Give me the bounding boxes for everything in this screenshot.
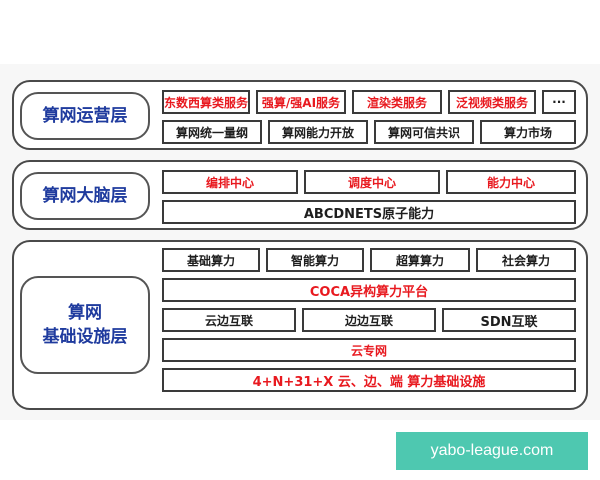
compute-market: 算力市场 [480, 120, 576, 144]
unified-metric: 算网统一量纲 [162, 120, 262, 144]
scheduling-center: 调度中心 [304, 170, 440, 194]
diagram-canvas: 算网运营层 东数西算类服务 强算/强AI服务 渲染类服务 泛视频类服务 ··· … [0, 64, 600, 420]
brain-layer: 算网大脑层 编排中心 调度中心 能力中心 ABCDNETS原子能力 [12, 160, 588, 230]
cloud-private-network: 云专网 [162, 338, 576, 362]
infrastructure-layer-title: 算网 基础设施层 [20, 276, 150, 374]
trusted-consensus: 算网可信共识 [374, 120, 474, 144]
watermark: yabo-league.com [396, 432, 588, 470]
cloud-edge-interconnect: 云边互联 [162, 308, 296, 332]
service-rendering: 渲染类服务 [352, 90, 442, 114]
service-strong-compute-ai: 强算/强AI服务 [256, 90, 346, 114]
sdn-interconnect: SDN互联 [442, 308, 576, 332]
intelligent-compute: 智能算力 [266, 248, 364, 272]
operations-layer: 算网运营层 东数西算类服务 强算/强AI服务 渲染类服务 泛视频类服务 ··· … [12, 80, 588, 150]
capability-opening: 算网能力开放 [268, 120, 368, 144]
orchestration-center: 编排中心 [162, 170, 298, 194]
edge-edge-interconnect: 边边互联 [302, 308, 436, 332]
basic-compute: 基础算力 [162, 248, 260, 272]
service-eastern-data-western-compute: 东数西算类服务 [162, 90, 250, 114]
capability-center: 能力中心 [446, 170, 576, 194]
social-compute: 社会算力 [476, 248, 576, 272]
infrastructure-layer: 算网 基础设施层 基础算力 智能算力 超算算力 社会算力 COCA异构算力平台 … [12, 240, 588, 410]
super-compute: 超算算力 [370, 248, 470, 272]
service-video: 泛视频类服务 [448, 90, 536, 114]
atomic-capability: ABCDNETS原子能力 [162, 200, 576, 224]
compute-infrastructure-foundation: 4+N+31+X 云、边、端 算力基础设施 [162, 368, 576, 392]
brain-layer-title: 算网大脑层 [20, 172, 150, 220]
operations-layer-title: 算网运营层 [20, 92, 150, 140]
coca-platform: COCA异构算力平台 [162, 278, 576, 302]
service-more: ··· [542, 90, 576, 114]
